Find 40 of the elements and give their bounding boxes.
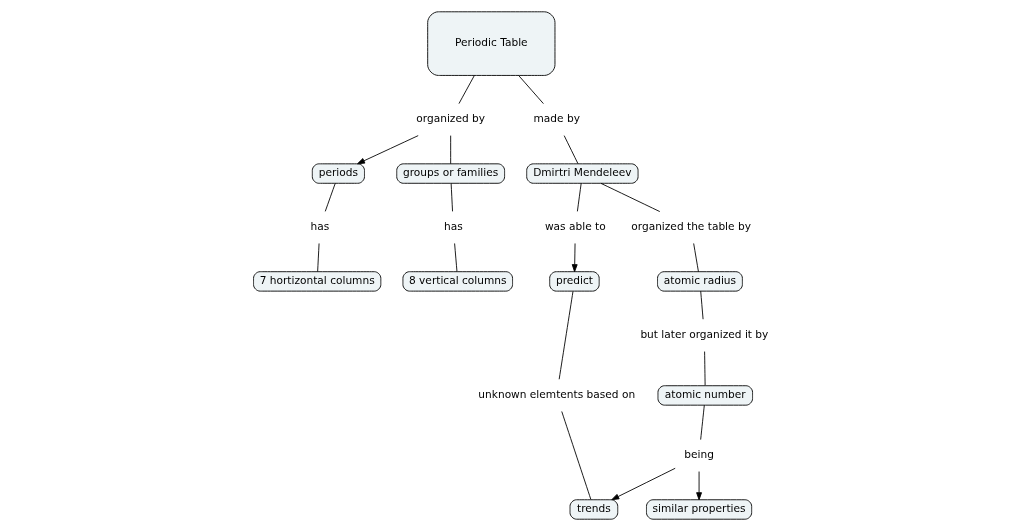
connector [450, 182, 453, 212]
node-box: groups or families [396, 163, 506, 184]
node-box: predict [549, 271, 600, 292]
node-box: 8 vertical columns [402, 271, 513, 292]
arrow [357, 135, 419, 165]
node-box: Dmirtri Mendeleev [526, 163, 639, 184]
connector [700, 290, 704, 320]
node-text: but later organized it by [640, 328, 769, 341]
node-text: has [443, 220, 463, 233]
connector [600, 182, 661, 212]
node-box: trends [569, 499, 619, 520]
node-box: 7 hortizontal columns [253, 271, 382, 292]
node-text: made by [533, 112, 580, 125]
node-box: atomic radius [657, 271, 743, 292]
connector [454, 243, 458, 273]
connector [450, 135, 452, 165]
connector [700, 404, 705, 441]
connector [317, 243, 320, 273]
connector [563, 135, 579, 165]
connector [458, 75, 475, 105]
connector [693, 243, 699, 273]
node-text: organized the table by [631, 220, 751, 233]
node-text: has [310, 220, 330, 233]
arrow [571, 243, 578, 273]
node-text: organized by [416, 112, 486, 125]
arrow [611, 467, 676, 501]
node-text: being [684, 448, 714, 461]
node-text: unknown elemtents based on [478, 388, 636, 401]
node-box: Periodic Table [427, 11, 556, 76]
node-box: atomic number [657, 385, 753, 406]
arrow [696, 471, 702, 501]
connector [518, 75, 544, 105]
node-box: periods [311, 163, 365, 184]
connector [324, 182, 336, 212]
connector [558, 291, 574, 380]
connector [576, 182, 582, 212]
connector [561, 411, 592, 500]
connector [704, 351, 706, 386]
node-text: was able to [544, 220, 606, 233]
node-box: similar properties [646, 499, 753, 520]
